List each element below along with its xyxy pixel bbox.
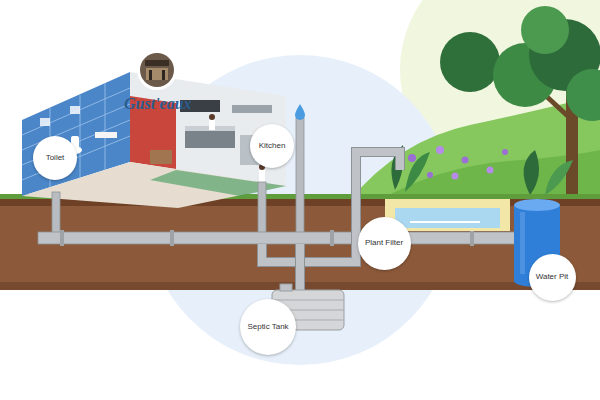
label-circle: Water Pit — [529, 254, 576, 301]
logo-text: Gust'eaux — [124, 96, 192, 112]
part-label: Toilet — [46, 154, 65, 163]
logo-photo — [137, 50, 177, 90]
label-circle: Kitchen — [250, 124, 294, 168]
label-circle: Plant Filter — [358, 217, 411, 270]
part-label: Plant Filter — [365, 239, 403, 248]
label-circle: Septic Tank — [240, 299, 296, 355]
restaurant-building — [22, 72, 286, 208]
pipes — [38, 104, 520, 292]
landscape — [350, 6, 600, 200]
label-circle: Toilet — [33, 136, 77, 180]
part-label: Septic Tank — [247, 323, 288, 332]
part-label: Water Pit — [536, 273, 569, 282]
part-label: Kitchen — [259, 142, 286, 151]
